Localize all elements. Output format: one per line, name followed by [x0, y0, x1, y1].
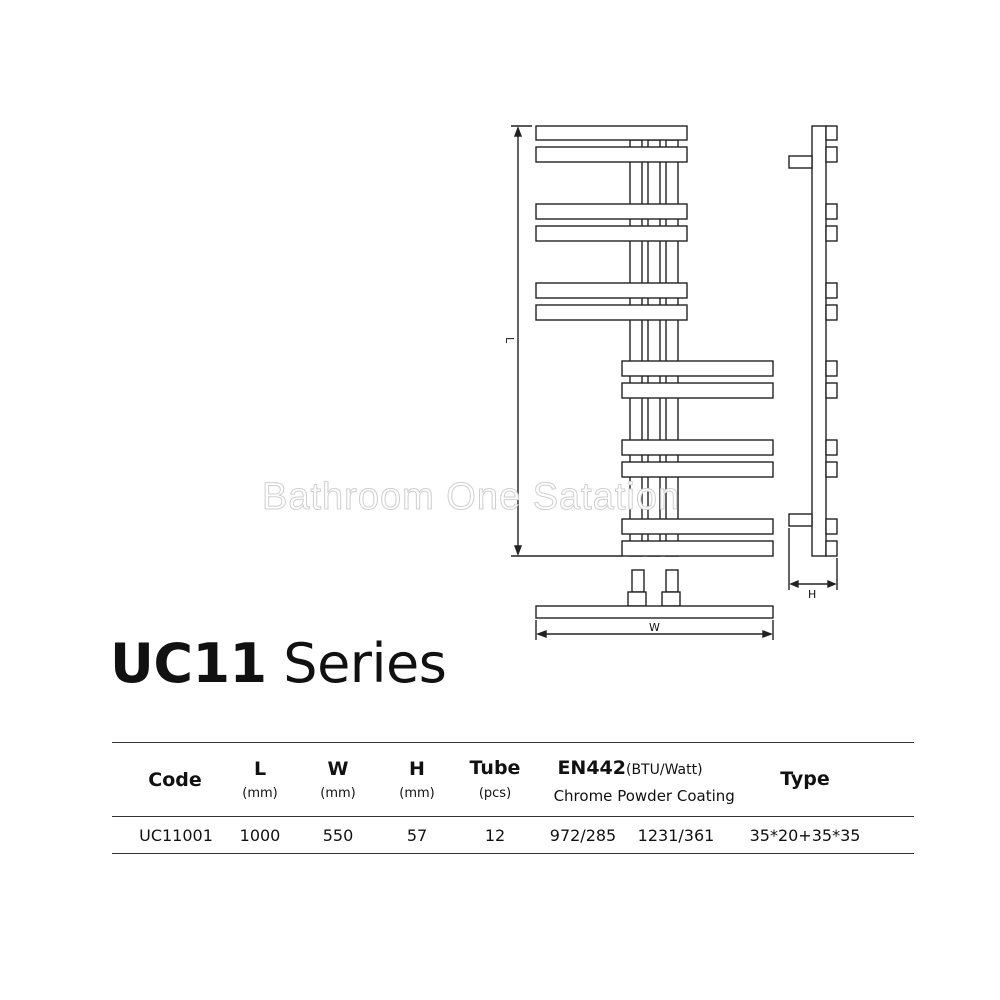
length-label: L	[503, 337, 516, 344]
length-dimension	[511, 125, 622, 557]
header-l-unit: (mm)	[242, 786, 278, 801]
header-en442: EN442(BTU/Watt)	[557, 757, 702, 779]
side-view	[788, 125, 838, 590]
table-top-rule	[112, 742, 914, 743]
lower-horizontal-bars	[621, 360, 774, 557]
width-label: W	[649, 621, 660, 634]
header-l: L	[253, 758, 267, 780]
table-header-rule	[112, 816, 914, 817]
height-label: H	[808, 588, 816, 601]
header-w-unit: (mm)	[320, 786, 356, 801]
upper-horizontal-bars	[535, 125, 688, 321]
model-name: UC11	[110, 632, 267, 695]
header-h-unit: (mm)	[399, 786, 435, 801]
cell-code: UC11001	[139, 826, 213, 845]
bottom-view	[535, 569, 774, 640]
table-bottom-rule	[112, 853, 914, 854]
cell-h: 57	[406, 826, 428, 845]
cell-powder: 1231/361	[637, 826, 715, 845]
header-tube: Tube	[469, 757, 521, 779]
cell-chrome: 972/285	[549, 826, 617, 845]
header-en442-unit: (BTU/Watt)	[625, 762, 703, 778]
cell-w: 550	[322, 826, 354, 845]
header-en442-label: EN442	[557, 757, 626, 779]
cell-type: 35*20+35*35	[749, 826, 861, 845]
header-chrome: Chrome	[553, 787, 613, 805]
header-tube-unit: (pcs)	[478, 786, 512, 801]
header-w: W	[327, 758, 349, 780]
header-code: Code	[148, 769, 202, 791]
series-label: Series	[283, 632, 447, 695]
cell-l: 1000	[239, 826, 281, 845]
header-powder-coating: Powder Coating	[617, 787, 735, 805]
cell-tube: 12	[484, 826, 506, 845]
header-type: Type	[780, 768, 830, 790]
header-h: H	[409, 758, 425, 780]
watermark: Bathroom One Satation	[261, 476, 681, 519]
page-title: UC11 Series	[110, 632, 447, 695]
